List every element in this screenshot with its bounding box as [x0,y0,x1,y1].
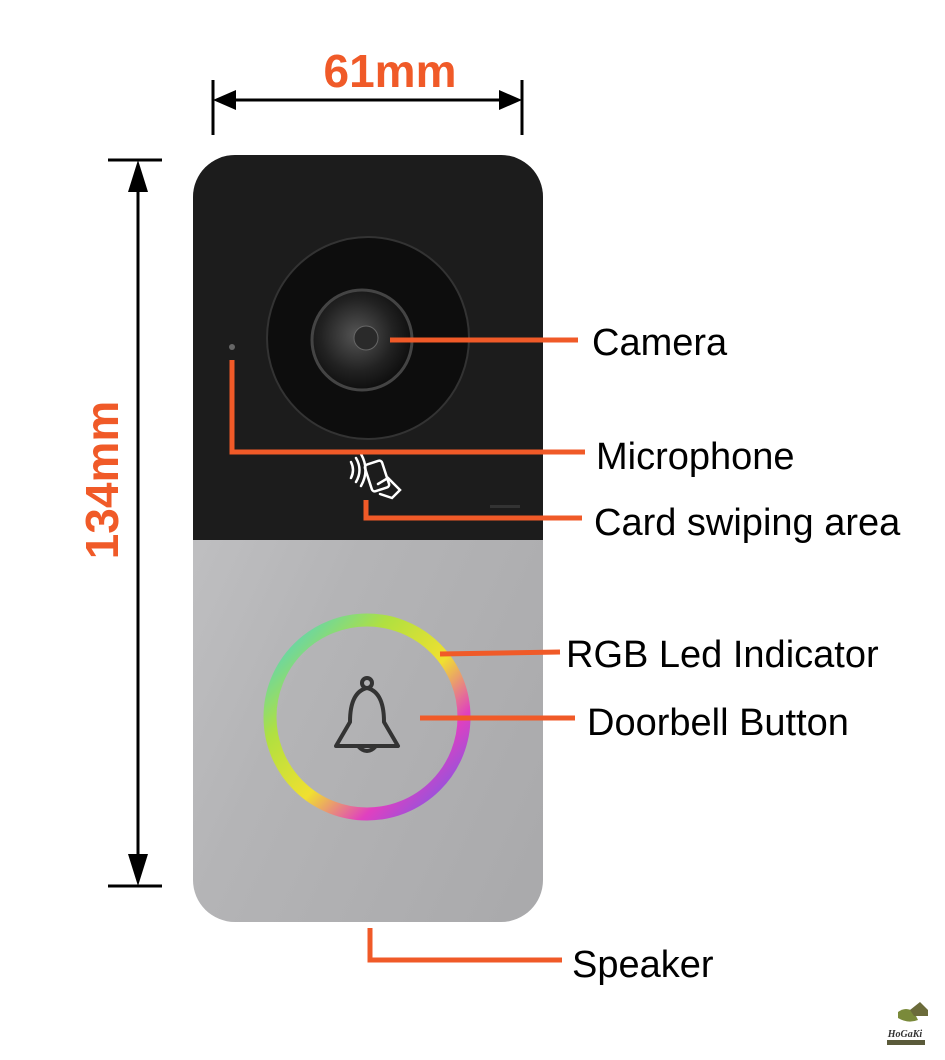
height-label: 134mm [76,401,128,560]
rgb-led-label: RGB Led Indicator [566,634,879,676]
svg-text:HoGaKi: HoGaKi [887,1029,923,1040]
hogaki-logo: HoGaKi [887,1002,928,1045]
speaker-label: Speaker [572,944,714,986]
microphone-hole [229,344,235,350]
width-label: 61mm [324,45,457,97]
camera-label: Camera [592,322,728,364]
doorbell-button-label: Doorbell Button [587,702,849,744]
card-swipe-icon [349,452,402,500]
bell-icon [334,676,400,753]
microphone-label: Microphone [596,436,795,478]
card-swiping-label: Card swiping area [594,502,901,544]
width-dimension [211,80,524,135]
leader-lines [229,337,585,963]
height-dimension [108,158,162,888]
